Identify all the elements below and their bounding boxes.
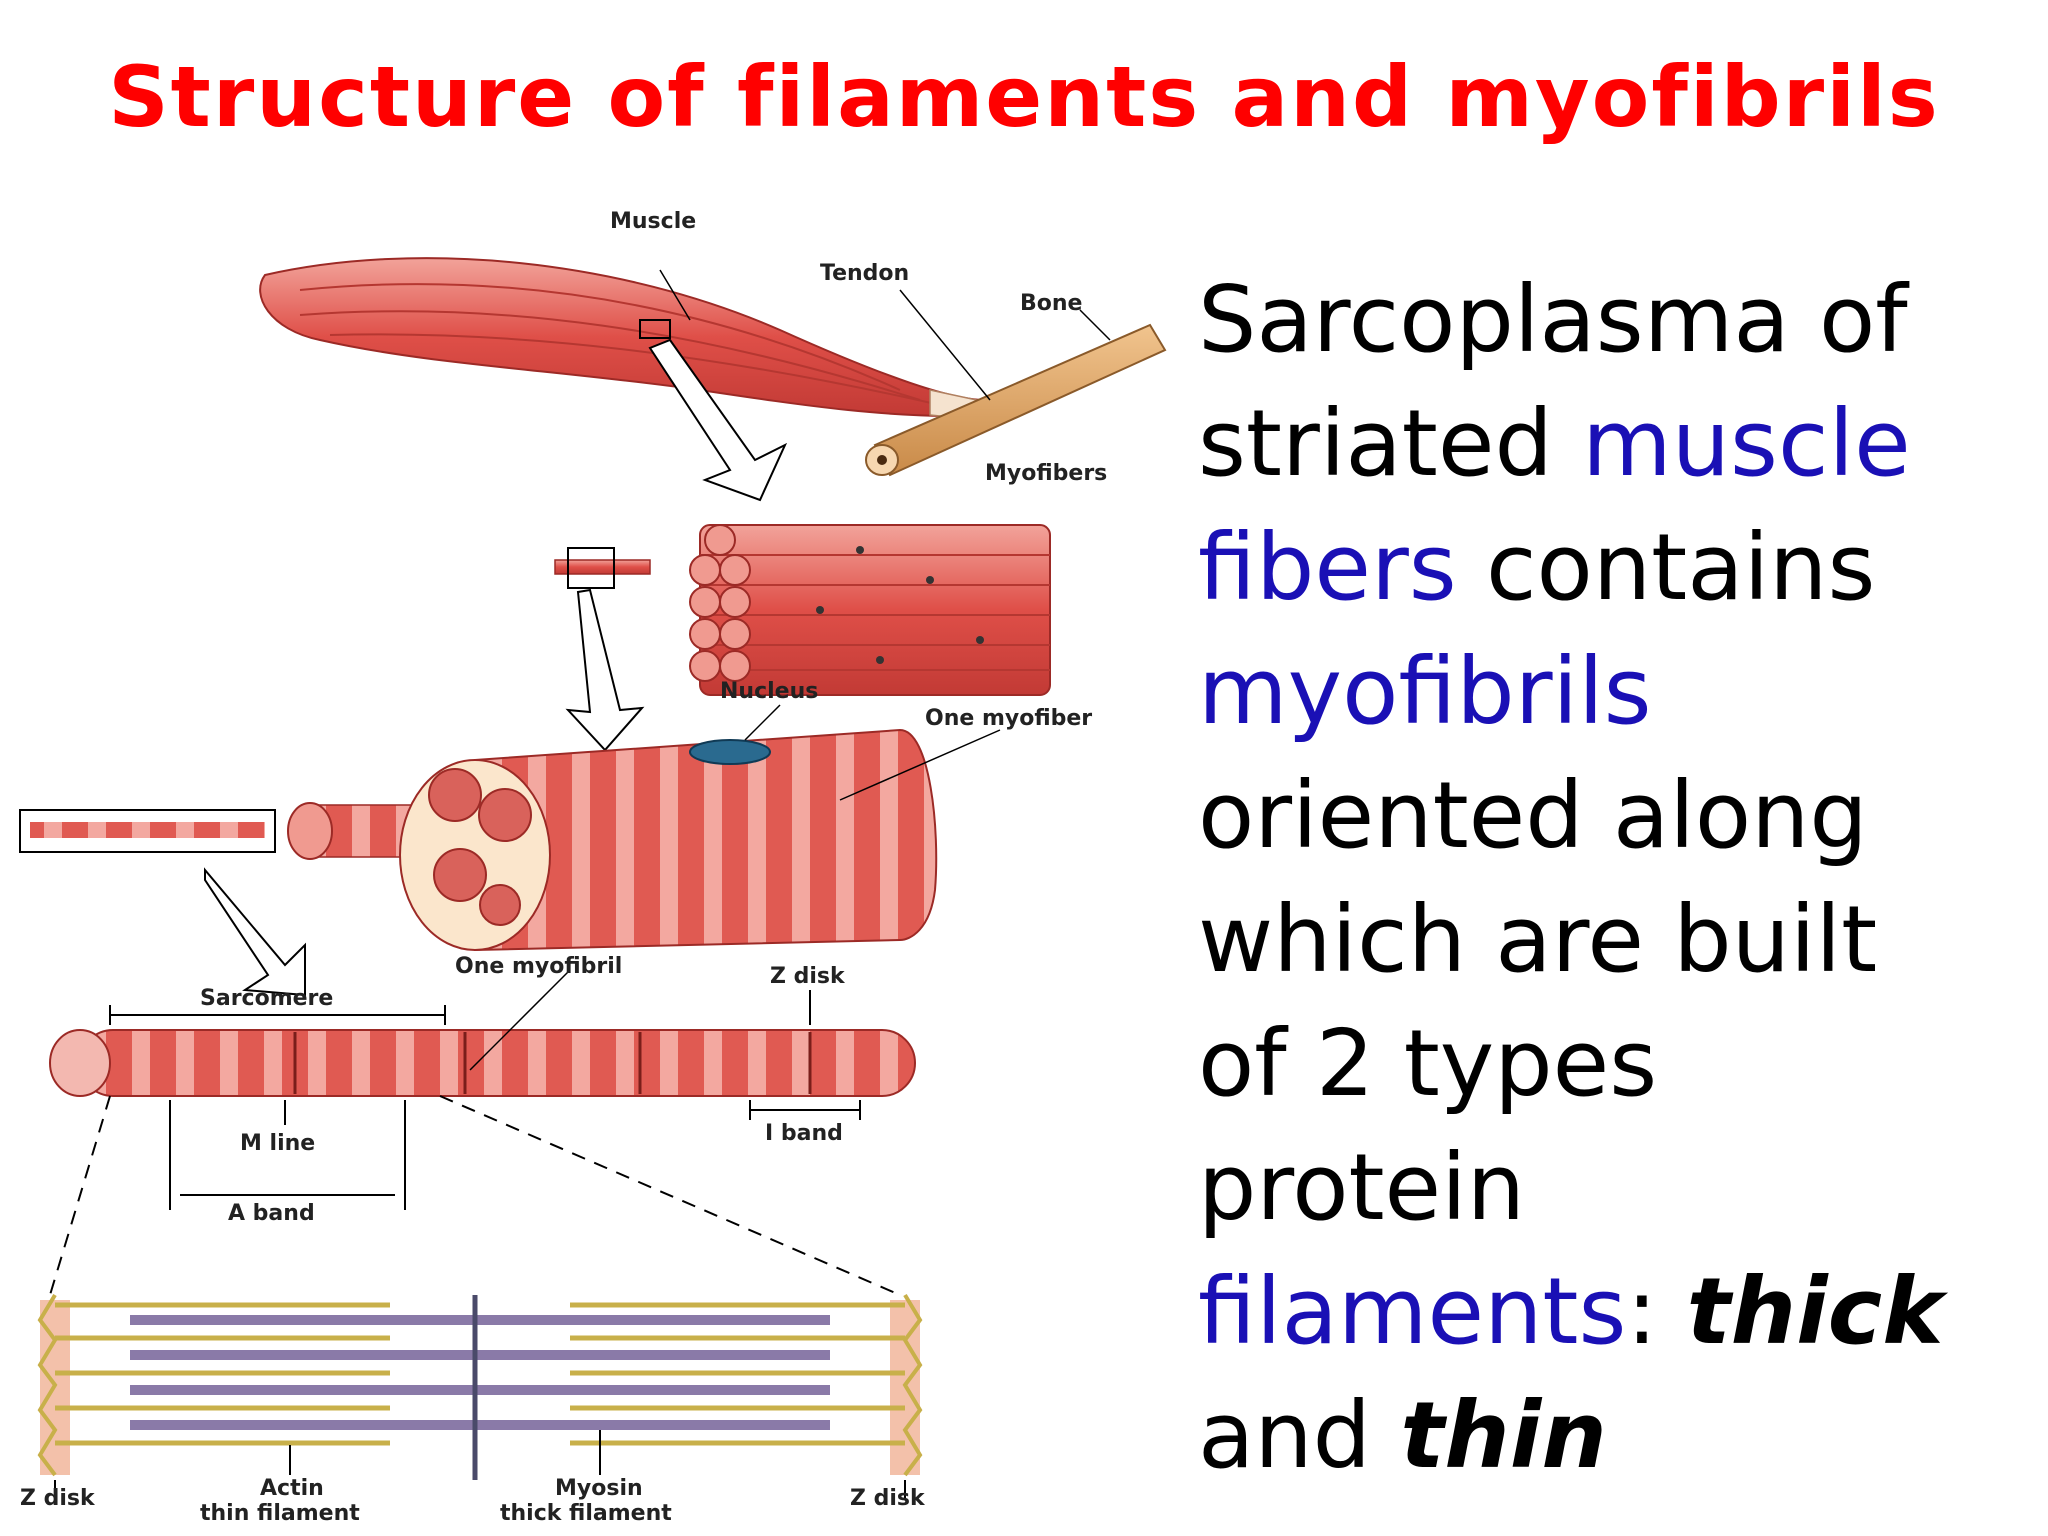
whole-muscle-group: Muscle Tendon Bone Myofibers xyxy=(259,209,1167,502)
term-muscle: muscle xyxy=(1582,390,1911,497)
single-myofiber-group: Nucleus One myofiber xyxy=(19,679,1092,997)
label-a-band: A band xyxy=(228,1201,315,1226)
term-thin: thin xyxy=(1400,1382,1607,1489)
text-line-8: protein xyxy=(1198,1134,1526,1241)
label-z-disk-left: Z disk xyxy=(20,1486,96,1511)
text-line-6: which are built xyxy=(1198,886,1878,993)
label-one-myofibril: One myofibril xyxy=(455,954,622,979)
label-myofibers: Myofibers xyxy=(985,461,1107,486)
single-myofibril-group: One myofibril Sarcomere Z disk M line I … xyxy=(49,954,916,1226)
text-line-10: and thin xyxy=(1198,1382,1607,1489)
label-sarcomere: Sarcomere xyxy=(200,986,333,1011)
text-line-1: Sarcoplasma of xyxy=(1198,266,1908,373)
text-line-2: striated muscle xyxy=(1198,390,1911,497)
label-z-disk-top: Z disk xyxy=(770,964,846,989)
term-filaments: filaments xyxy=(1198,1258,1627,1365)
text-line-5: oriented along xyxy=(1198,762,1868,869)
zoom-arrow-1 xyxy=(648,338,788,502)
label-nucleus: Nucleus xyxy=(720,679,818,704)
term-thick: thick xyxy=(1686,1258,1944,1365)
zoom-arrow-3 xyxy=(204,867,306,997)
text-line-4: myofibrils xyxy=(1198,630,2038,754)
label-one-myofiber: One myofiber xyxy=(925,706,1092,731)
text-line-3: fibers contains xyxy=(1198,514,1876,621)
label-thick-filament: thick filament xyxy=(500,1501,672,1526)
muscle-structure-diagram: Muscle Tendon Bone Myofibers xyxy=(0,190,1180,1536)
zoom-arrow-2 xyxy=(565,588,645,752)
text-line-7: of 2 types xyxy=(1198,1010,1658,1117)
myofiber-bundle-group xyxy=(554,524,1051,752)
label-actin: Actin xyxy=(260,1476,324,1501)
term-myofibrils: myofibrils xyxy=(1198,638,1652,745)
label-m-line: M line xyxy=(240,1131,315,1156)
sarcomere-filaments-group: Z disk Actin thin filament Myosin thick … xyxy=(20,1095,926,1526)
label-i-band: I band xyxy=(765,1121,843,1146)
label-muscle: Muscle xyxy=(610,209,696,234)
text-line-9: filaments: thick xyxy=(1198,1258,1944,1365)
label-z-disk-right: Z disk xyxy=(850,1486,926,1511)
label-tendon: Tendon xyxy=(820,261,909,286)
slide-title: Structure of filaments and myofibrils xyxy=(108,48,1940,146)
label-myosin: Myosin xyxy=(555,1476,643,1501)
term-fibers: fibers xyxy=(1198,514,1457,621)
description-text: Sarcoplasma of striated muscle fibers co… xyxy=(1198,258,2038,1498)
label-bone: Bone xyxy=(1020,291,1082,316)
label-thin-filament: thin filament xyxy=(200,1501,360,1526)
